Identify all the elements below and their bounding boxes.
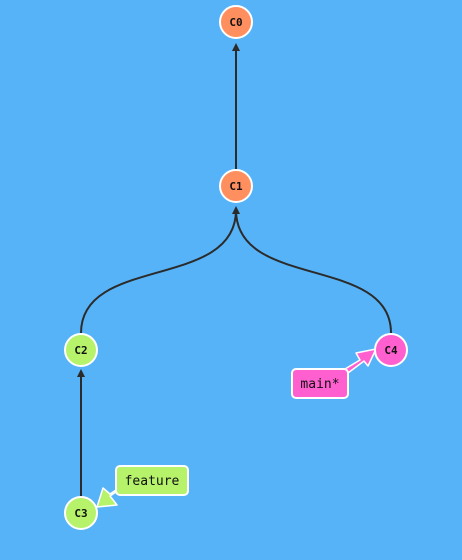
- commit-label: C4: [384, 344, 398, 357]
- commit-node: [374, 333, 408, 367]
- branch-label-text: feature: [125, 474, 180, 489]
- commit-node: [219, 169, 253, 203]
- branch-label-text: main*: [300, 377, 339, 392]
- commit-c0[interactable]: C0: [219, 5, 253, 39]
- edge-c2-c1: [80, 206, 240, 334]
- commit-label: C3: [74, 507, 87, 520]
- commit-c2[interactable]: C2: [64, 333, 98, 367]
- commit-node: [64, 496, 98, 530]
- edge-c4-c1: [235, 209, 392, 334]
- commit-node: [219, 5, 253, 39]
- commit-c4[interactable]: C4: [374, 333, 408, 367]
- commit-label: C1: [229, 180, 243, 193]
- commit-label: C2: [74, 344, 87, 357]
- commit-label: C0: [229, 16, 242, 29]
- branch-label-box: [291, 368, 349, 399]
- commit-node: [64, 333, 98, 367]
- branch-label-box: [115, 465, 189, 496]
- commit-c1[interactable]: C1: [219, 169, 253, 203]
- edges: [77, 43, 392, 497]
- branch-label-feature[interactable]: feature: [115, 465, 189, 496]
- commit-c3[interactable]: C3: [64, 496, 98, 530]
- branch-label-main[interactable]: main*: [291, 368, 349, 399]
